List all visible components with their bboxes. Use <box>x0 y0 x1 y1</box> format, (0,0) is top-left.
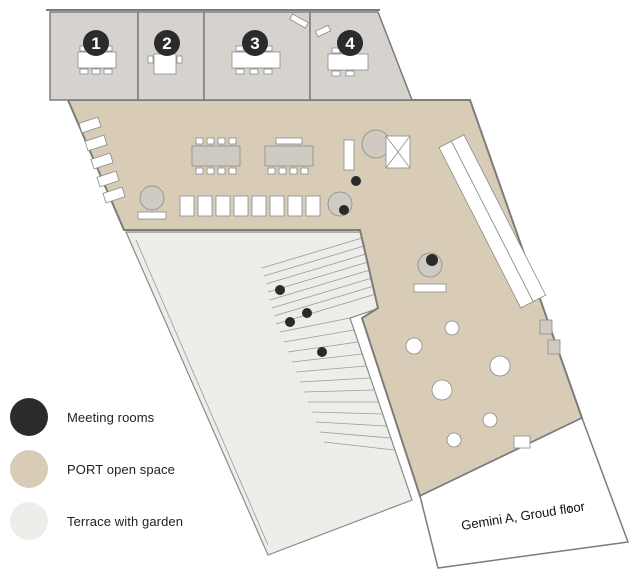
terrace-steps <box>261 237 395 451</box>
legend-item-open-space: PORT open space <box>10 450 175 488</box>
legend-swatch-meeting-rooms <box>10 398 48 436</box>
room-badge-3: 3 <box>242 30 268 56</box>
room-furniture <box>77 13 369 77</box>
legend-swatch-open-space <box>10 450 48 488</box>
room-number-2: 2 <box>162 34 171 53</box>
room-badge-2: 2 <box>154 30 180 56</box>
room-number-3: 3 <box>250 34 259 53</box>
legend-label-terrace: Terrace with garden <box>67 513 184 529</box>
dark-accents <box>275 176 438 357</box>
legend-item-terrace: Terrace with garden <box>10 502 183 540</box>
terrace-border <box>135 239 269 546</box>
open-space-area <box>66 99 584 498</box>
room-badge-1: 1 <box>83 30 109 56</box>
legend-label-meeting-rooms: Meeting rooms <box>67 409 155 425</box>
legend-item-meeting-rooms: Meeting rooms <box>10 398 154 436</box>
room-number-1: 1 <box>91 34 100 53</box>
legend-label-open-space: PORT open space <box>67 461 175 477</box>
legend-swatch-terrace <box>10 502 48 540</box>
floor-arrow-icon: ↑ <box>565 501 574 517</box>
room-number-4: 4 <box>345 34 355 53</box>
open-space-furniture <box>78 116 561 449</box>
room-badge-4: 4 <box>337 30 363 56</box>
